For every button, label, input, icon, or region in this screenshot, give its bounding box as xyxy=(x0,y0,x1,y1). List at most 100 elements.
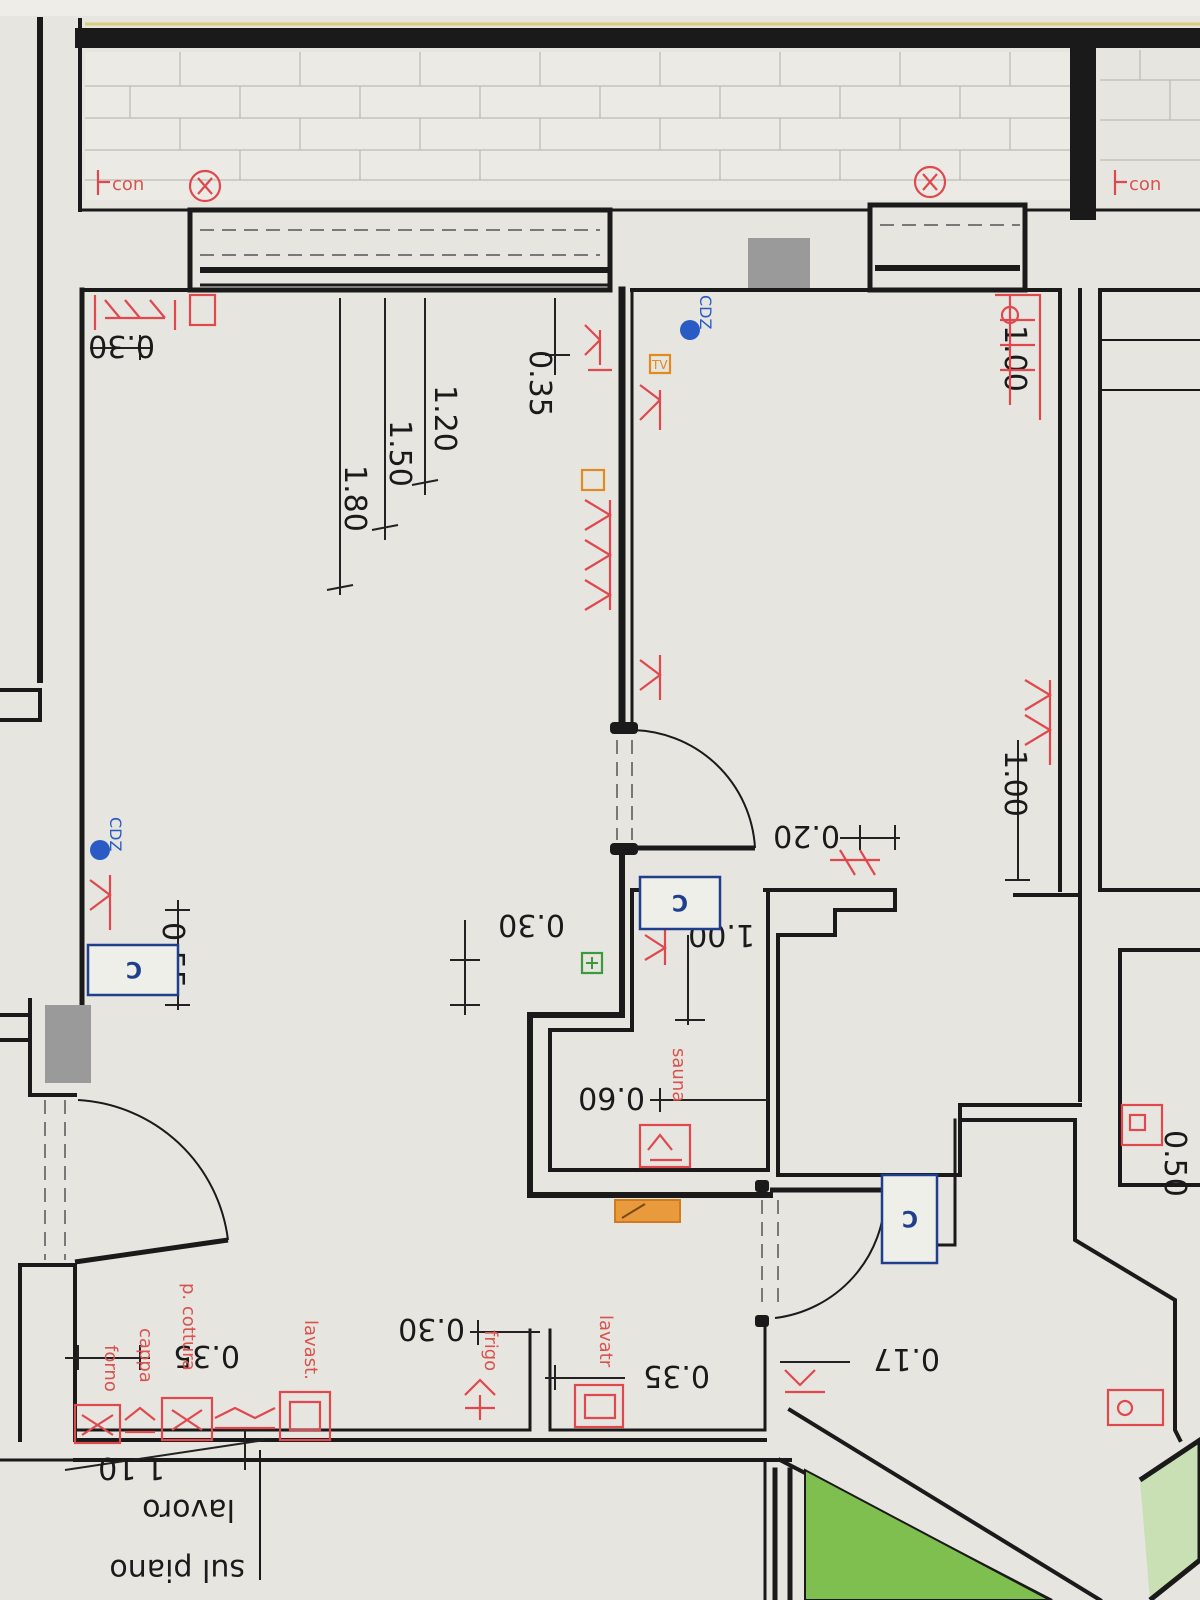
antenna-icon-left xyxy=(188,169,222,203)
con-marker-right: con xyxy=(1113,170,1161,195)
tile-joints-row1 xyxy=(179,52,1011,86)
bottom-left-slab xyxy=(0,1458,767,1600)
sauna-heater xyxy=(638,1123,692,1169)
sauna-light-icon xyxy=(614,1199,681,1223)
svg-text:CDZ: CDZ xyxy=(696,295,715,329)
svg-text:0.30: 0.30 xyxy=(398,1311,465,1346)
garden-edge xyxy=(772,1467,793,1600)
dim-180: 1.80 xyxy=(337,465,372,532)
socket-cluster-top-left xyxy=(93,293,217,330)
appliance-frigo xyxy=(464,1378,496,1420)
entrance-door-leaf xyxy=(74,1237,229,1265)
center-partition-lower xyxy=(527,845,773,1198)
svg-text:C: C xyxy=(672,889,688,914)
label-lavoro: lavoro xyxy=(142,1492,235,1527)
closet-inner xyxy=(763,888,1082,1177)
entrance-door-swing xyxy=(77,1099,229,1241)
appliance-p-cottura xyxy=(160,1396,214,1442)
appliance-lavatr xyxy=(573,1383,625,1429)
dim-017: 0.17 xyxy=(780,1341,940,1376)
svg-text:0.60: 0.60 xyxy=(578,1080,645,1115)
svg-text:C: C xyxy=(902,1205,918,1230)
svg-text:TV: TV xyxy=(651,358,668,372)
left-entrance-jamb xyxy=(18,1263,77,1442)
garden xyxy=(804,1468,1051,1600)
left-partition-stub xyxy=(0,688,42,722)
con-marker-left: con xyxy=(96,170,144,195)
far-right-room xyxy=(1098,288,1200,1187)
label-lavatr: lavatr xyxy=(595,1315,616,1368)
bath-socket xyxy=(784,1369,825,1394)
dim-020: 0.20 xyxy=(773,818,900,853)
tv-outlet-icon-2 xyxy=(580,468,606,492)
bedroom-top-wall xyxy=(630,288,1062,892)
dim-030-mid: 0.30 xyxy=(450,907,565,1015)
svg-text:1.10: 1.10 xyxy=(98,1450,165,1485)
bottom-right-window xyxy=(1138,1436,1200,1600)
right-lower-outlet xyxy=(1106,1388,1165,1427)
dim-100-right-top: 1.00 xyxy=(997,325,1032,392)
cdz-top: CDZ xyxy=(680,295,715,340)
dim-120: 1.20 xyxy=(427,385,462,452)
grey-column-left xyxy=(45,1005,91,1083)
label-p-cottura: p. cottura xyxy=(178,1283,199,1371)
dim-110: 1.10 xyxy=(64,1430,266,1485)
svg-text:con: con xyxy=(1129,174,1161,195)
bathroom-area xyxy=(960,1118,1183,1443)
dim-030-bottom: 0.30 xyxy=(398,1311,540,1346)
svg-text:CDZ: CDZ xyxy=(106,817,125,851)
dim-060: 0.60 xyxy=(578,1080,768,1115)
socket-cluster-right-mid xyxy=(1024,679,1053,765)
label-lavast: lavast. xyxy=(300,1320,321,1380)
left-lower-wall xyxy=(0,998,77,1097)
svg-text:0.30: 0.30 xyxy=(88,328,155,363)
center-door-swing xyxy=(629,728,756,849)
terrace-pillar xyxy=(1070,30,1096,220)
dim-vertical-ruler xyxy=(326,298,570,595)
cdz-left: CDZ xyxy=(90,817,125,860)
c-box-mid: C xyxy=(638,875,722,931)
svg-text:0.20: 0.20 xyxy=(773,818,840,853)
antenna-icon-right xyxy=(913,165,947,199)
appliance-cappa xyxy=(124,1406,156,1434)
kitchen-bottom-inner xyxy=(73,1323,767,1432)
svg-text:con: con xyxy=(112,174,144,195)
socket-left-mid xyxy=(89,875,112,930)
tile-joints-row2 xyxy=(129,86,961,118)
dim-035-bottom-left: 0.35 xyxy=(65,1338,240,1373)
socket-right-door xyxy=(830,849,880,876)
c-box-left: C xyxy=(86,943,180,997)
dim-035-bottom-mid: 0.35 xyxy=(545,1358,710,1393)
svg-text:1.00: 1.00 xyxy=(997,750,1032,817)
c-box-bottom: C xyxy=(880,1173,939,1265)
label-cappa: cappa xyxy=(135,1328,156,1383)
top-paper-strip xyxy=(0,0,1200,16)
far-right-room-detail xyxy=(1099,339,1200,391)
label-sul-piano: sul piano xyxy=(109,1552,245,1587)
dim-035-top: 0.35 xyxy=(522,350,557,417)
bath-door-jamb-b xyxy=(755,1315,769,1327)
dim-030-top: 0.30 xyxy=(88,328,155,363)
socket-cluster-top-center xyxy=(584,324,662,700)
green-socket-icon xyxy=(580,951,604,975)
svg-text:0.30: 0.30 xyxy=(498,907,565,942)
tv-outlet-icon: TV xyxy=(648,353,672,375)
appliance-lavast xyxy=(278,1390,332,1442)
svg-text:0.35: 0.35 xyxy=(173,1338,240,1373)
tiled-terrace xyxy=(85,50,1200,200)
appliance-socket-run xyxy=(214,1406,276,1430)
svg-text:0.35: 0.35 xyxy=(643,1358,710,1393)
label-forno: forno xyxy=(100,1345,121,1392)
right-wall-outlet xyxy=(1120,1103,1164,1147)
tile-joints-row4 xyxy=(239,150,961,180)
socket-cluster-top-right xyxy=(995,293,1042,420)
bath-door-jamb-a xyxy=(755,1180,769,1192)
dim-150: 1.50 xyxy=(382,420,417,487)
label-frigo: frigo xyxy=(480,1330,501,1371)
sauna-room xyxy=(548,888,770,1172)
svg-text:C: C xyxy=(126,956,142,981)
dim-100-right-mid: 1.00 xyxy=(997,740,1032,881)
socket-center-small xyxy=(644,930,668,965)
tile-joints-row3 xyxy=(179,118,1011,150)
